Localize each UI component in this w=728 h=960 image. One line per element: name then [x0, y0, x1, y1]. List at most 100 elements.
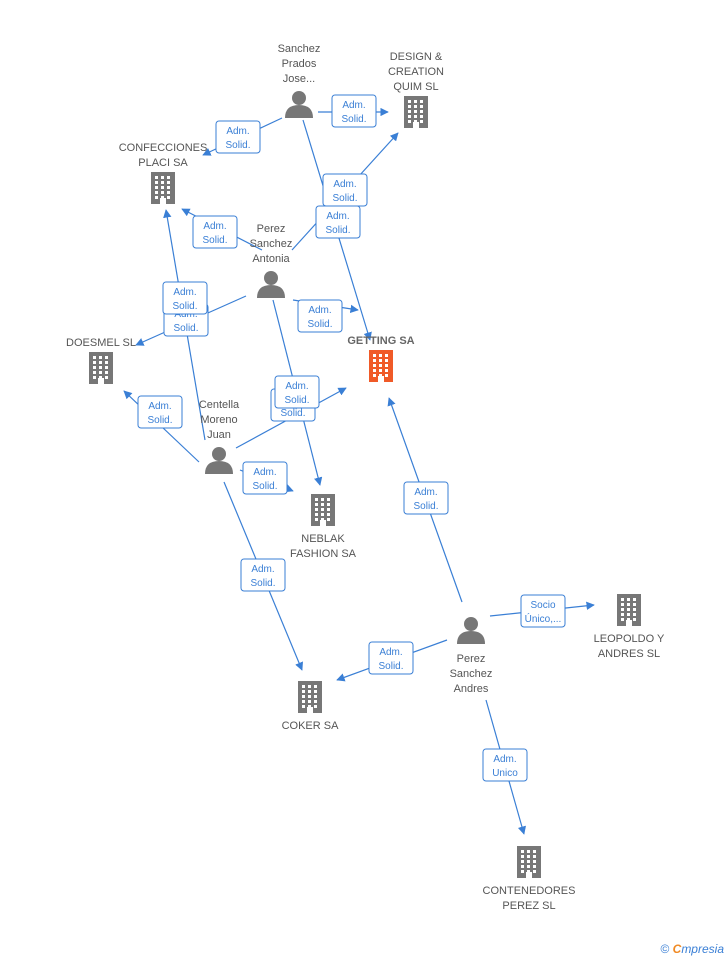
edge-label-text: Solid.: [332, 193, 357, 204]
edge-label-text: Solid.: [202, 235, 227, 246]
edge-label-box: [192, 215, 238, 249]
node-label: DOESMEL SL: [66, 337, 136, 349]
node-getting[interactable]: GETTING SA: [347, 335, 415, 382]
node-label: Andres: [454, 683, 489, 695]
edge-label-box: [162, 281, 208, 315]
edge-label-text: Unico: [492, 768, 518, 779]
person-icon: [257, 271, 285, 298]
edge-label-andres-to-coker[interactable]: Adm.Solid.: [368, 641, 414, 675]
edge-label-andres-to-contenedores[interactable]: Adm. Unico: [482, 748, 528, 782]
person-icon: [457, 617, 485, 644]
edge-label-text: Adm.: [342, 100, 365, 111]
person-icon: [285, 91, 313, 118]
building-icon: [404, 96, 428, 128]
edge-label-sanchez-to-getting[interactable]: Adm.Solid.: [315, 205, 361, 239]
node-label: Perez: [457, 653, 486, 665]
edge-label-text: Solid.: [284, 395, 309, 406]
node-label: Centella: [199, 399, 240, 411]
edge-label-text: Solid.: [147, 415, 172, 426]
node-sanchez[interactable]: SanchezPradosJose...: [278, 43, 321, 118]
edge-label-box: [482, 748, 528, 782]
building-icon: [369, 350, 393, 382]
node-label: PLACI SA: [138, 157, 188, 169]
edge-label-sanchez-to-confecciones[interactable]: Adm.Solid.: [215, 120, 261, 154]
edge-label-centella-to-confecciones[interactable]: Adm. Solid.: [162, 281, 208, 315]
edge-labels-layer: Adm. Solid. Adm. Solid. Adm. Solid. Adm. Solid.…: [137, 94, 566, 782]
edge-label-text: Solid.: [172, 301, 197, 312]
edge-label-text: Solid.: [307, 319, 332, 330]
node-label: CONTENEDORES: [483, 885, 576, 897]
edge-label-text: Adm.: [251, 564, 274, 575]
edge-label-text: Adm.: [308, 305, 331, 316]
node-label: LEOPOLDO Y: [594, 633, 665, 645]
edge-label-box: [137, 395, 183, 429]
copyright-symbol: ©: [660, 942, 670, 956]
edge-label-text: Solid.: [173, 323, 198, 334]
node-neblak[interactable]: NEBLAK FASHION SA: [290, 494, 357, 560]
node-doesmel[interactable]: DOESMEL SL: [66, 337, 136, 384]
edge-label-centella-to-doesmel[interactable]: Adm. Solid.: [137, 395, 183, 429]
edge-label-text: Solid.: [413, 501, 438, 512]
node-label: Moreno: [200, 414, 237, 426]
edge-label-antonia-to-design[interactable]: Adm. Solid.: [322, 173, 368, 207]
brand-initial: C: [672, 942, 682, 956]
node-label: FASHION SA: [290, 548, 357, 560]
edge-label-text: Solid.: [280, 408, 305, 419]
node-label: QUIM SL: [393, 81, 438, 93]
edge-label-box: [322, 173, 368, 207]
edge-label-text: Solid.: [325, 225, 350, 236]
edge-label-box: [331, 94, 377, 128]
edge-label-text: Adm.: [253, 467, 276, 478]
edge-label-text: Adm.: [173, 287, 196, 298]
brand-name: mpresia: [681, 942, 724, 956]
edge-label-box: [240, 558, 286, 592]
edge-label-text: Adm.: [203, 221, 226, 232]
node-label: Juan: [207, 429, 231, 441]
edge-label-text: Adm.: [493, 754, 516, 765]
edge-label-text: Adm.: [148, 401, 171, 412]
building-icon: [617, 594, 641, 626]
edge-label-centella-to-coker[interactable]: Adm.Solid.: [240, 558, 286, 592]
edge-label-antonia-to-getting[interactable]: Adm. Solid.: [297, 299, 343, 333]
node-coker[interactable]: COKER SA: [282, 681, 340, 732]
edge-label-text: Solid.: [252, 481, 277, 492]
edge-label-antonia-to-confecciones[interactable]: Adm. Solid.: [192, 215, 238, 249]
edge-label-text: Solid.: [378, 661, 403, 672]
edge-label-centella-to-getting[interactable]: Adm. Solid.: [274, 375, 320, 409]
node-contenedores[interactable]: CONTENEDORES PEREZ SL: [483, 846, 576, 912]
edge-label-text: Adm.: [226, 126, 249, 137]
edge-label-text: Solid.: [341, 114, 366, 125]
edge-label-box: [403, 481, 449, 515]
node-label: Sanchez: [250, 238, 293, 250]
node-label: CREATION: [388, 66, 444, 78]
edge-label-box: [215, 120, 261, 154]
node-label: NEBLAK: [301, 533, 345, 545]
node-label: Antonia: [252, 253, 290, 265]
edge-label-text: Adm.: [414, 487, 437, 498]
node-label: GETTING SA: [347, 335, 414, 347]
edge-label-text: Adm.: [333, 179, 356, 190]
node-label: PEREZ SL: [502, 900, 555, 912]
edge-label-sanchez-to-design[interactable]: Adm. Solid.: [331, 94, 377, 128]
building-icon: [298, 681, 322, 713]
node-label: Sanchez: [450, 668, 493, 680]
edge-label-andres-to-getting[interactable]: Adm. Solid.: [403, 481, 449, 515]
building-icon: [311, 494, 335, 526]
edge-label-box: [297, 299, 343, 333]
node-label: Prados: [282, 58, 317, 70]
edge-label-text: Adm.: [285, 381, 308, 392]
edge-label-box: [520, 594, 566, 628]
brand-footer[interactable]: © Cmpresia: [660, 942, 724, 956]
edge-label-andres-to-leopoldo[interactable]: SocioÚnico,...: [520, 594, 566, 628]
edge-label-text: Socio: [530, 600, 555, 611]
edge-label-centella-to-neblak[interactable]: Adm. Solid.: [242, 461, 288, 495]
person-icon: [205, 447, 233, 474]
